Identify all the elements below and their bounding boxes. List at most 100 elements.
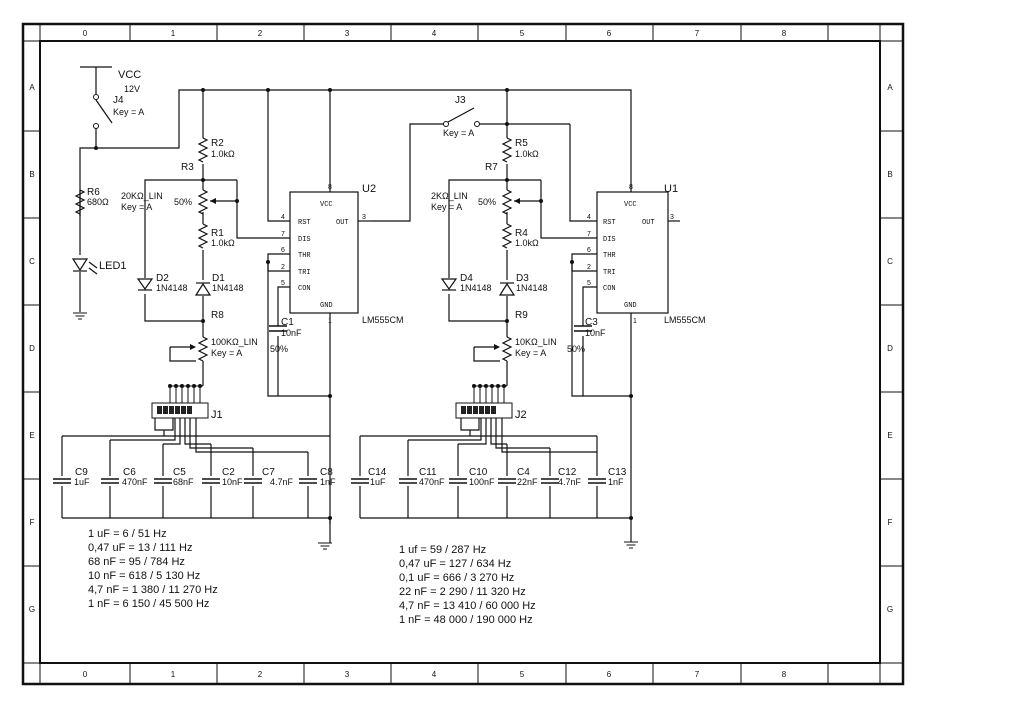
c3-label: C3 [585, 317, 598, 328]
col-label-top: 6 [607, 29, 612, 38]
cap-value: 1nF [608, 477, 624, 487]
cap-name: C6 [123, 467, 136, 478]
pin-tri: TRI [298, 269, 311, 277]
pin-num-8: 8 [629, 184, 633, 191]
col-label-bottom: 4 [432, 670, 437, 679]
cap-name: C5 [173, 467, 186, 478]
row-label-right: C [887, 257, 893, 266]
d2-value: 1N4148 [156, 283, 188, 293]
r8-label: R8 [211, 310, 224, 321]
r9-potentiometer[interactable] [501, 336, 513, 362]
r5-label: R5 [515, 138, 528, 149]
r8-value: 100KΩ_LIN [211, 337, 258, 347]
pin-gnd: GND [320, 302, 333, 310]
row-label-left: G [29, 605, 35, 614]
r8-potentiometer[interactable] [197, 336, 209, 362]
cap-name: C8 [320, 467, 333, 478]
r8-key: Key = A [211, 348, 242, 358]
d1-value: 1N4148 [212, 283, 244, 293]
j2-dip-switch[interactable] [455, 385, 513, 419]
cap-name: C7 [262, 467, 275, 478]
u1-part: LM555CM [664, 315, 706, 325]
u2-timer-ic: VCC RST OUT DIS THR TRI CON GND 8 4 3 7 … [281, 184, 372, 325]
r2-resistor [197, 137, 209, 163]
cap-value: 470nF [419, 477, 445, 487]
col-label-top: 1 [171, 29, 176, 38]
row-label-left: A [29, 83, 35, 92]
pin-dis: DIS [603, 236, 616, 244]
cap-value: 10nF [222, 477, 243, 487]
frame-labels: 0 1 2 3 4 5 6 7 8 0 1 2 3 4 5 6 7 8 A B … [29, 29, 893, 679]
row-label-left: F [30, 518, 35, 527]
junction-dots [94, 88, 633, 520]
pin-rst: RST [603, 219, 616, 227]
col-label-bottom: 1 [171, 670, 176, 679]
cap-value: 68nF [173, 477, 194, 487]
pin-num-8: 8 [328, 184, 332, 191]
pin-num-4: 4 [587, 214, 591, 221]
ground-icon [317, 542, 333, 550]
cap-name: C9 [75, 467, 88, 478]
r4-resistor [501, 223, 513, 249]
c1-percent: 50% [270, 344, 288, 354]
c3-value: 10nF [585, 328, 606, 338]
switch-j4[interactable] [93, 94, 113, 129]
d1-label: D1 [212, 273, 225, 284]
r3-percent: 50% [174, 197, 192, 207]
pin-num-2: 2 [281, 264, 285, 271]
r7-potentiometer[interactable] [501, 189, 513, 215]
r4-label: R4 [515, 228, 528, 239]
cap-name: C13 [608, 467, 627, 478]
r1-value: 1.0kΩ [211, 238, 235, 248]
col-label-top: 5 [520, 29, 525, 38]
r7-percent: 50% [478, 197, 496, 207]
j2-label: J2 [515, 409, 527, 421]
col-label-top: 7 [695, 29, 700, 38]
row-label-left: C [29, 257, 35, 266]
row-label-right: G [887, 605, 893, 614]
j1-dip-switch[interactable] [151, 385, 209, 419]
d3-value: 1N4148 [516, 283, 548, 293]
r7-value: 2KΩ_LIN [431, 191, 468, 201]
c1-capacitor [269, 325, 287, 332]
pin-dis: DIS [298, 236, 311, 244]
d2-diode [136, 278, 154, 291]
d1-diode [194, 282, 212, 296]
r1-label: R1 [211, 228, 224, 239]
col-label-bottom: 2 [258, 670, 263, 679]
pin-num-5: 5 [281, 280, 285, 287]
col-label-bottom: 8 [782, 670, 787, 679]
note-line: 0,1 uF = 666 / 3 270 Hz [399, 572, 515, 584]
r8-wiper-icon [190, 344, 196, 350]
d4-label: D4 [460, 273, 473, 284]
pin-num-7: 7 [281, 231, 285, 238]
d4-diode [440, 278, 458, 291]
pin-vcc: VCC [624, 201, 637, 209]
r6-resistor [74, 189, 86, 215]
row-label-right: E [887, 431, 892, 440]
pin-num-1: 1 [633, 318, 637, 325]
pin-out: OUT [642, 219, 655, 227]
r9-label: R9 [515, 310, 528, 321]
r9-wiper-icon [494, 344, 500, 350]
note-line: 0,47 uF = 13 / 111 Hz [88, 542, 193, 554]
row-label-right: D [887, 344, 893, 353]
u1-timer-ic: VCC RST OUT DIS THR TRI CON GND 8 4 3 7 … [587, 184, 674, 325]
r3-potentiometer[interactable] [197, 189, 209, 215]
frequency-notes-left: 1 uF = 6 / 51 Hz 0,47 uF = 13 / 111 Hz 6… [88, 527, 218, 611]
r3-value: 20KΩ_LIN [121, 191, 163, 201]
r7-wiper-icon [514, 198, 520, 204]
j3-key: Key = A [443, 128, 474, 138]
row-label-right: F [888, 518, 893, 527]
col-label-top: 3 [345, 29, 350, 38]
switch-j3[interactable] [443, 107, 480, 127]
d2-label: D2 [156, 273, 169, 284]
pin-num-2: 2 [587, 264, 591, 271]
u2-label: U2 [362, 183, 376, 195]
r4-value: 1.0kΩ [515, 238, 539, 248]
c3-capacitor [574, 325, 592, 332]
cap-value: 470nF [122, 477, 148, 487]
pin-vcc: VCC [320, 201, 333, 209]
note-line: 4,7 nF = 13 410 / 60 000 Hz [399, 600, 536, 612]
